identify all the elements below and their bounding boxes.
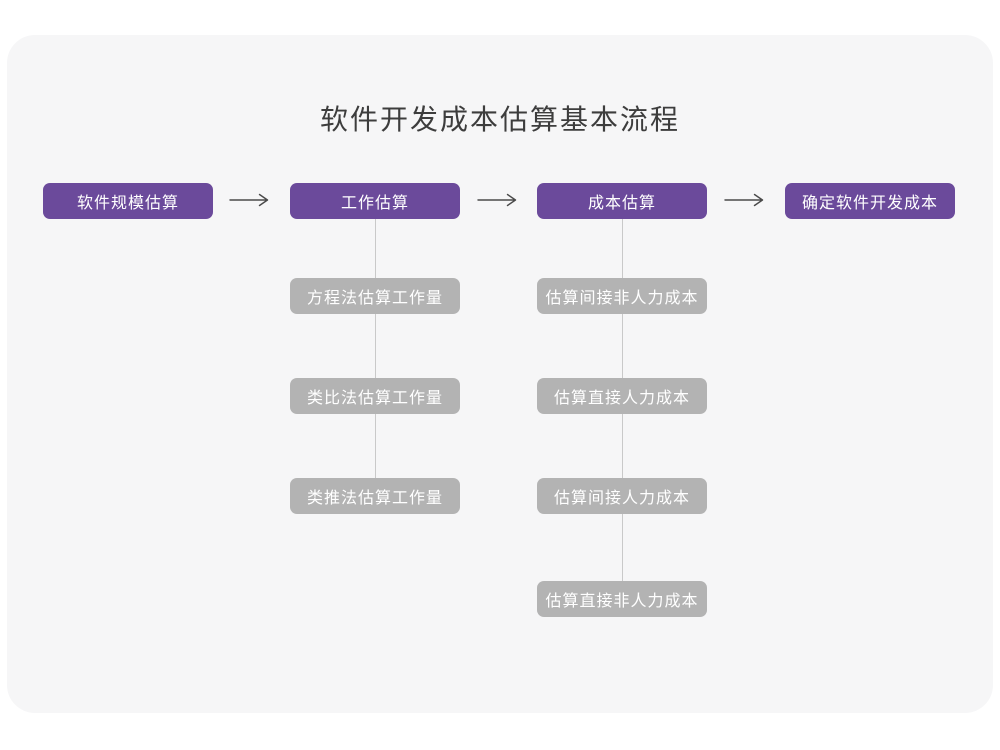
flow-node-software-scale-estimation: 软件规模估算: [43, 183, 213, 219]
sub-node-equation-method: 方程法估算工作量: [290, 278, 460, 314]
diagram-canvas: [7, 35, 993, 713]
page-title: 软件开发成本估算基本流程: [319, 104, 680, 135]
sub-node-direct-nonlabor-cost: 估算直接非人力成本: [537, 581, 707, 617]
arrow-right-icon: [477, 193, 521, 207]
sub-node-extrapolation-method: 类推法估算工作量: [290, 478, 460, 514]
sub-node-analogy-method: 类比法估算工作量: [290, 378, 460, 414]
flow-node-cost-estimation: 成本估算: [537, 183, 707, 219]
sub-node-indirect-labor-cost: 估算间接人力成本: [537, 478, 707, 514]
flow-node-work-estimation: 工作估算: [290, 183, 460, 219]
sub-node-indirect-nonlabor-cost: 估算间接非人力成本: [537, 278, 707, 314]
flow-node-determine-dev-cost: 确定软件开发成本: [785, 183, 955, 219]
connector-line-work-estimation: [375, 218, 376, 478]
sub-node-direct-labor-cost: 估算直接人力成本: [537, 378, 707, 414]
arrow-right-icon: [724, 193, 768, 207]
arrow-right-icon: [229, 193, 273, 207]
